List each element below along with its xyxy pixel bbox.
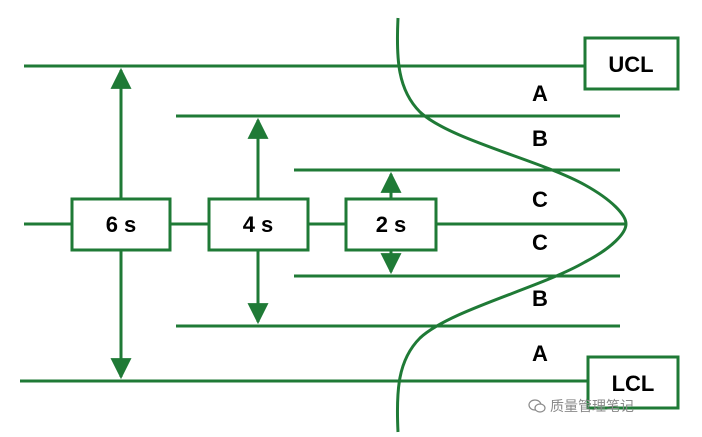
wechat-icon bbox=[528, 399, 546, 413]
spread-box-6s: 6 s bbox=[70, 197, 172, 252]
spread-label-4s: 4 s bbox=[243, 212, 274, 237]
spread-box-4s: 4 s bbox=[207, 197, 310, 252]
watermark: 质量管理笔记 bbox=[528, 396, 634, 416]
watermark-text: 质量管理笔记 bbox=[550, 399, 634, 415]
zone-label-lower-a: A bbox=[532, 341, 548, 366]
zone-label-lower-c: C bbox=[532, 230, 548, 255]
spread-box-2s: 2 s bbox=[344, 197, 438, 252]
zone-label-lower-b: B bbox=[532, 286, 548, 311]
lcl-label: LCL bbox=[612, 371, 655, 396]
zone-label-upper-c: C bbox=[532, 187, 548, 212]
normal-distribution-curve bbox=[395, 17, 628, 433]
ucl-box: UCL bbox=[583, 36, 680, 91]
ucl-label: UCL bbox=[608, 52, 653, 77]
lcl-box: LCL bbox=[586, 355, 680, 410]
zone-label-upper-a: A bbox=[532, 81, 548, 106]
zone-label-upper-b: B bbox=[532, 126, 548, 151]
spread-label-6s: 6 s bbox=[106, 212, 137, 237]
spread-label-2s: 2 s bbox=[376, 212, 407, 237]
